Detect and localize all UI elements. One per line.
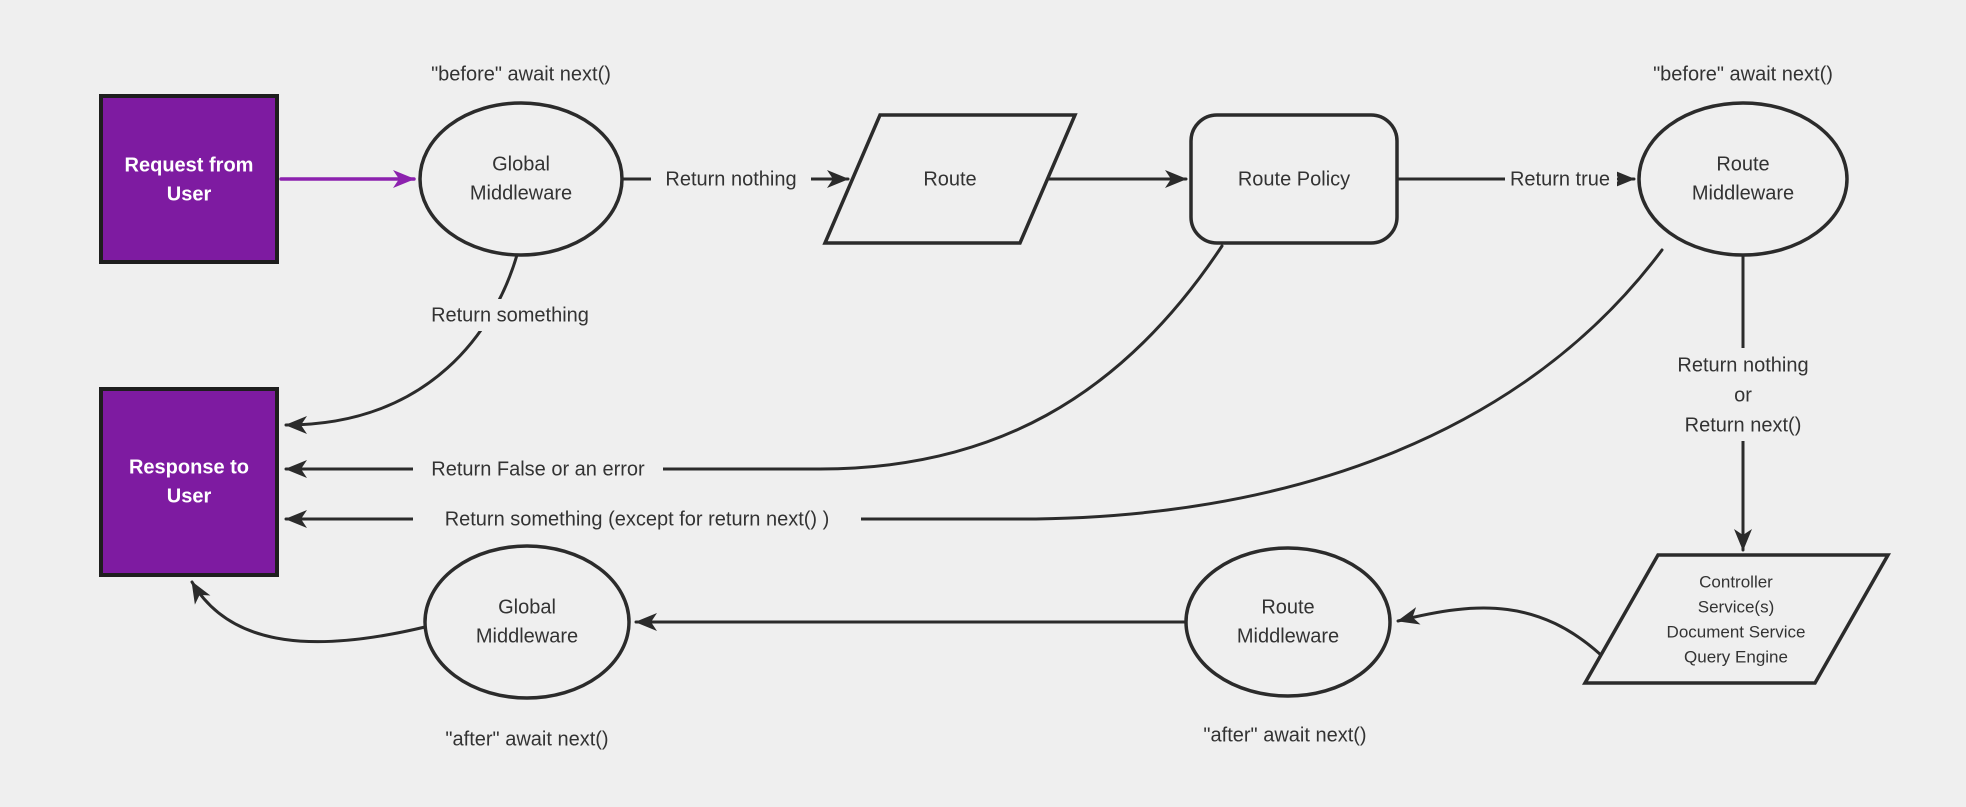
return-stack-label-bg [1663,348,1823,441]
return-something-except-label-bg [413,503,861,535]
response-to-user-label-line2: User [167,485,212,507]
arrow-return-false-to-response [284,244,1224,478]
route-policy-box [1189,113,1399,245]
global-middleware-top-label-line2: Middleware [470,182,572,204]
controller-label-line4: Query Engine [1684,647,1788,666]
return-false-label: Return False or an error [431,458,645,480]
arrow-return-something-to-response [284,253,519,434]
response-to-user-label-line1: Response to [129,456,249,478]
before-await-next-left-label: "before" await next() [431,63,611,85]
route-middleware-top-ellipse [1637,101,1849,257]
return-true-label: Return true [1510,168,1610,190]
request-from-user-label-line1: Request from [125,154,254,176]
response-to-user-node: Response to User [99,387,279,577]
route-middleware-bottom-label-line1: Route [1261,596,1314,618]
return-stack-label-line1: Return nothing [1677,354,1808,376]
after-await-next-left-label: "after" await next() [445,728,608,750]
route-middleware-top-label-line1: Route [1716,153,1769,175]
route-middleware-top-label-line2: Middleware [1692,182,1794,204]
response-to-user-box [99,387,279,577]
return-true-label-bg [1505,163,1617,195]
global-middleware-top-ellipse [418,101,624,257]
controller-services-node: Controller Service(s) Document Service Q… [1581,553,1892,685]
return-false-label-bg [413,453,663,485]
global-middleware-bottom-label-line2: Middleware [476,625,578,647]
route-middleware-top-node: Route Middleware [1637,101,1849,257]
controller-label-line3: Document Service [1667,622,1806,641]
route-middleware-bottom-node: Route Middleware [1184,546,1392,698]
global-middleware-top-label-line1: Global [492,153,550,175]
route-label: Route [923,168,976,190]
request-from-user-label-line2: User [167,183,212,205]
arrow-global-middleware-to-response [190,580,427,644]
controller-label-line2: Service(s) [1698,597,1775,616]
route-policy-node: Route Policy [1189,113,1399,245]
route-middleware-bottom-label-line2: Middleware [1237,625,1339,647]
return-stack-label-line3: Return next() [1685,414,1802,436]
after-await-next-right-label: "after" await next() [1203,724,1366,746]
request-from-user-node: Request from User [99,94,279,264]
route-middleware-bottom-ellipse [1184,546,1392,698]
return-nothing-label-bg [651,163,811,195]
route-policy-label: Route Policy [1238,168,1350,190]
before-await-next-right-label: "before" await next() [1653,63,1833,85]
arrow-controller-to-route-middleware-after [1396,606,1603,657]
return-something-except-label: Return something (except for return next… [445,508,830,530]
global-middleware-bottom-ellipse [423,544,631,700]
global-middleware-bottom-node: Global Middleware [423,544,631,700]
controller-label-line1: Controller [1699,572,1773,591]
route-node: Route [822,113,1078,245]
controller-parallelogram [1581,553,1892,685]
return-something-label-bg [427,299,593,331]
return-something-label: Return something [431,304,589,326]
return-stack-label-line2: or [1734,384,1752,406]
return-nothing-label: Return nothing [665,168,796,190]
global-middleware-top-node: Global Middleware [418,101,624,257]
route-parallelogram [822,113,1078,245]
global-middleware-bottom-label-line1: Global [498,596,556,618]
request-from-user-box [99,94,279,264]
arrow-return-something-except-to-response [284,248,1664,528]
